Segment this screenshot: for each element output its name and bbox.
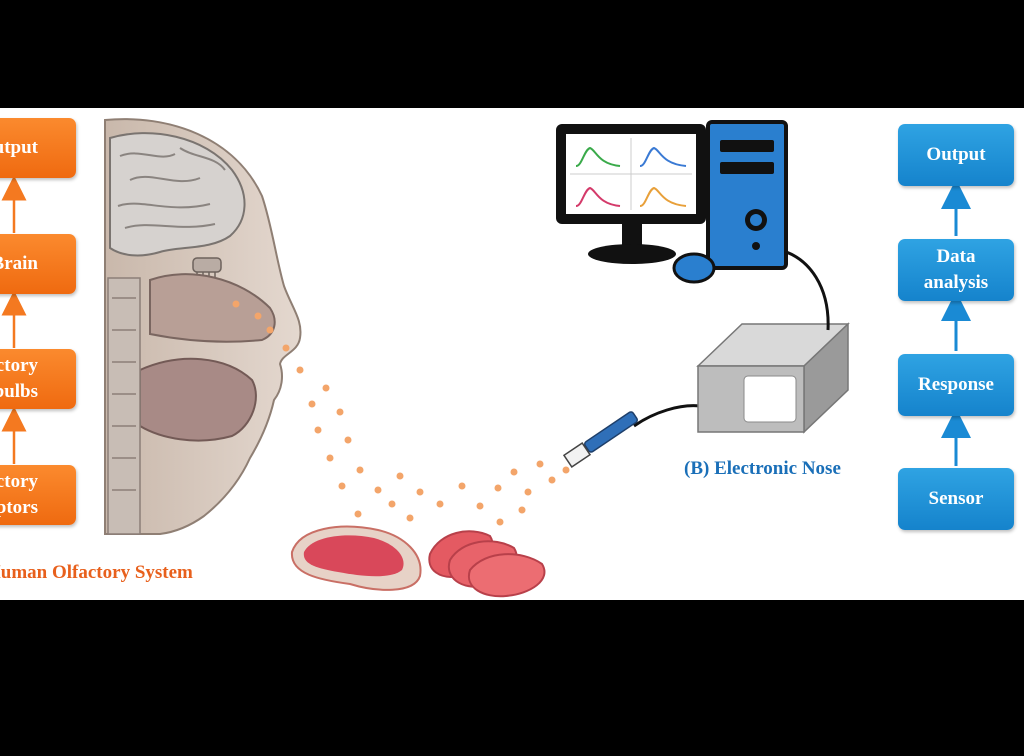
human-step-olfactory-receptors: Olfactory receptors: [0, 465, 76, 525]
enose-step-data-analysis: Data analysis: [898, 239, 1014, 301]
meat-illustration: [290, 525, 546, 598]
sensor-box-illustration: [696, 248, 850, 434]
diagram-artwork: [1, 118, 971, 598]
enose-step-output: Output: [898, 124, 1014, 186]
computer-illustration: [556, 120, 788, 284]
human-system-caption: Human Olfactory System: [0, 562, 193, 583]
diagram-panel: Output Brain Olfactory bulbs Olfactory r…: [0, 108, 1024, 600]
electronic-nose-caption: (B) Electronic Nose: [684, 458, 841, 479]
human-step-olfactory-bulbs: Olfactory bulbs: [0, 349, 76, 409]
odor-particles: [296, 366, 580, 536]
human-step-brain: Brain: [0, 234, 76, 294]
head-cross-section-illustration: [104, 118, 302, 535]
enose-step-sensor: Sensor: [898, 468, 1014, 530]
enose-step-response: Response: [898, 354, 1014, 416]
human-step-output: Output: [0, 118, 76, 178]
